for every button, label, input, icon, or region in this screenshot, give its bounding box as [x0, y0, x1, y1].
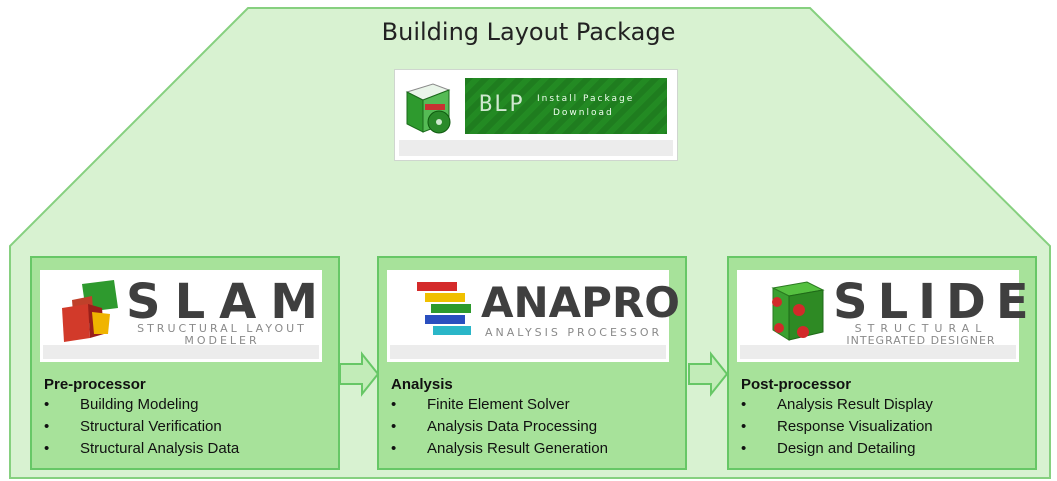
list-item-label: Response Visualization	[777, 418, 933, 435]
slide-heading: Post-processor	[741, 376, 852, 393]
slide-feature-list: • Analysis Result Display • Response Visua…	[741, 396, 933, 462]
bullet: •	[391, 418, 397, 435]
slide-subtitle-1: STRUCTURAL	[854, 322, 988, 335]
slam-subtitle-1: STRUCTURAL LAYOUT	[137, 322, 307, 335]
bullet: •	[741, 418, 747, 435]
page-title: Building Layout Package	[381, 18, 676, 46]
anapro-heading: Analysis	[391, 376, 453, 393]
blp-code: BLP	[479, 92, 525, 117]
anapro-panel: ANAPRO ANALYSIS PROCESSOR Analysis • Fini…	[377, 256, 687, 470]
list-item: • Response Visualization	[741, 418, 933, 440]
slam-cube-icon	[62, 280, 118, 342]
anapro-stack-icon	[417, 282, 471, 335]
list-item: • Analysis Result Generation	[391, 440, 608, 462]
list-item-label: Analysis Result Display	[777, 396, 933, 413]
list-item-label: Analysis Data Processing	[427, 418, 598, 435]
banner-strip	[399, 140, 673, 156]
logo-strip	[43, 345, 319, 359]
bullet: •	[741, 396, 747, 413]
list-item: • Structural Verification	[44, 418, 239, 440]
list-item: • Analysis Result Display	[741, 396, 933, 418]
software-box-icon	[403, 78, 455, 136]
anapro-subtitle: ANALYSIS PROCESSOR	[485, 326, 663, 339]
list-item: • Finite Element Solver	[391, 396, 608, 418]
arrow-slam-to-anapro	[339, 351, 380, 397]
slam-name: SLAM	[126, 274, 333, 330]
list-item-label: Structural Verification	[80, 418, 222, 435]
anapro-feature-list: • Finite Element Solver • Analysis Data Pr…	[391, 396, 608, 462]
bullet: •	[741, 440, 747, 457]
download-label: Download	[553, 108, 614, 118]
slide-name: SLIDE	[833, 274, 1039, 330]
slam-panel: SLAM STRUCTURAL LAYOUT MODELER Pre-proce…	[30, 256, 340, 470]
slide-panel: SLIDE STRUCTURAL INTEGRATED DESIGNER Pos…	[727, 256, 1037, 470]
slam-feature-list: • Building Modeling • Structural Verificat…	[44, 396, 239, 462]
slam-subtitle-2: MODELER	[184, 334, 260, 347]
bullet: •	[391, 396, 397, 413]
list-item-label: Structural Analysis Data	[80, 440, 240, 457]
slide-cube-icon	[771, 281, 825, 341]
bullet: •	[391, 440, 397, 457]
anapro-logo[interactable]: ANAPRO ANALYSIS PROCESSOR	[387, 270, 680, 362]
slide-subtitle-2: INTEGRATED DESIGNER	[846, 334, 996, 347]
anapro-name: ANAPRO	[481, 278, 680, 327]
slide-logo[interactable]: SLIDE STRUCTURAL INTEGRATED DESIGNER	[737, 270, 1029, 362]
list-item-label: Analysis Result Generation	[427, 440, 608, 457]
list-item: • Building Modeling	[44, 396, 239, 418]
bullet: •	[44, 396, 50, 413]
install-package-label: Install Package	[537, 94, 635, 104]
install-package-banner[interactable]: BLP Install Package Download	[394, 69, 678, 161]
list-item: • Analysis Data Processing	[391, 418, 608, 440]
logo-strip	[740, 345, 1016, 359]
list-item-label: Finite Element Solver	[427, 396, 570, 413]
install-download-banner[interactable]: BLP Install Package Download	[465, 78, 667, 134]
list-item-label: Building Modeling	[80, 396, 199, 413]
slam-logo[interactable]: SLAM STRUCTURAL LAYOUT MODELER	[40, 270, 322, 362]
bullet: •	[44, 440, 50, 457]
bullet: •	[44, 418, 50, 435]
slam-heading: Pre-processor	[44, 376, 146, 393]
logo-strip	[390, 345, 666, 359]
list-item-label: Design and Detailing	[777, 440, 916, 457]
arrow-anapro-to-slide	[688, 351, 729, 397]
list-item: • Design and Detailing	[741, 440, 933, 462]
list-item: • Structural Analysis Data	[44, 440, 239, 462]
